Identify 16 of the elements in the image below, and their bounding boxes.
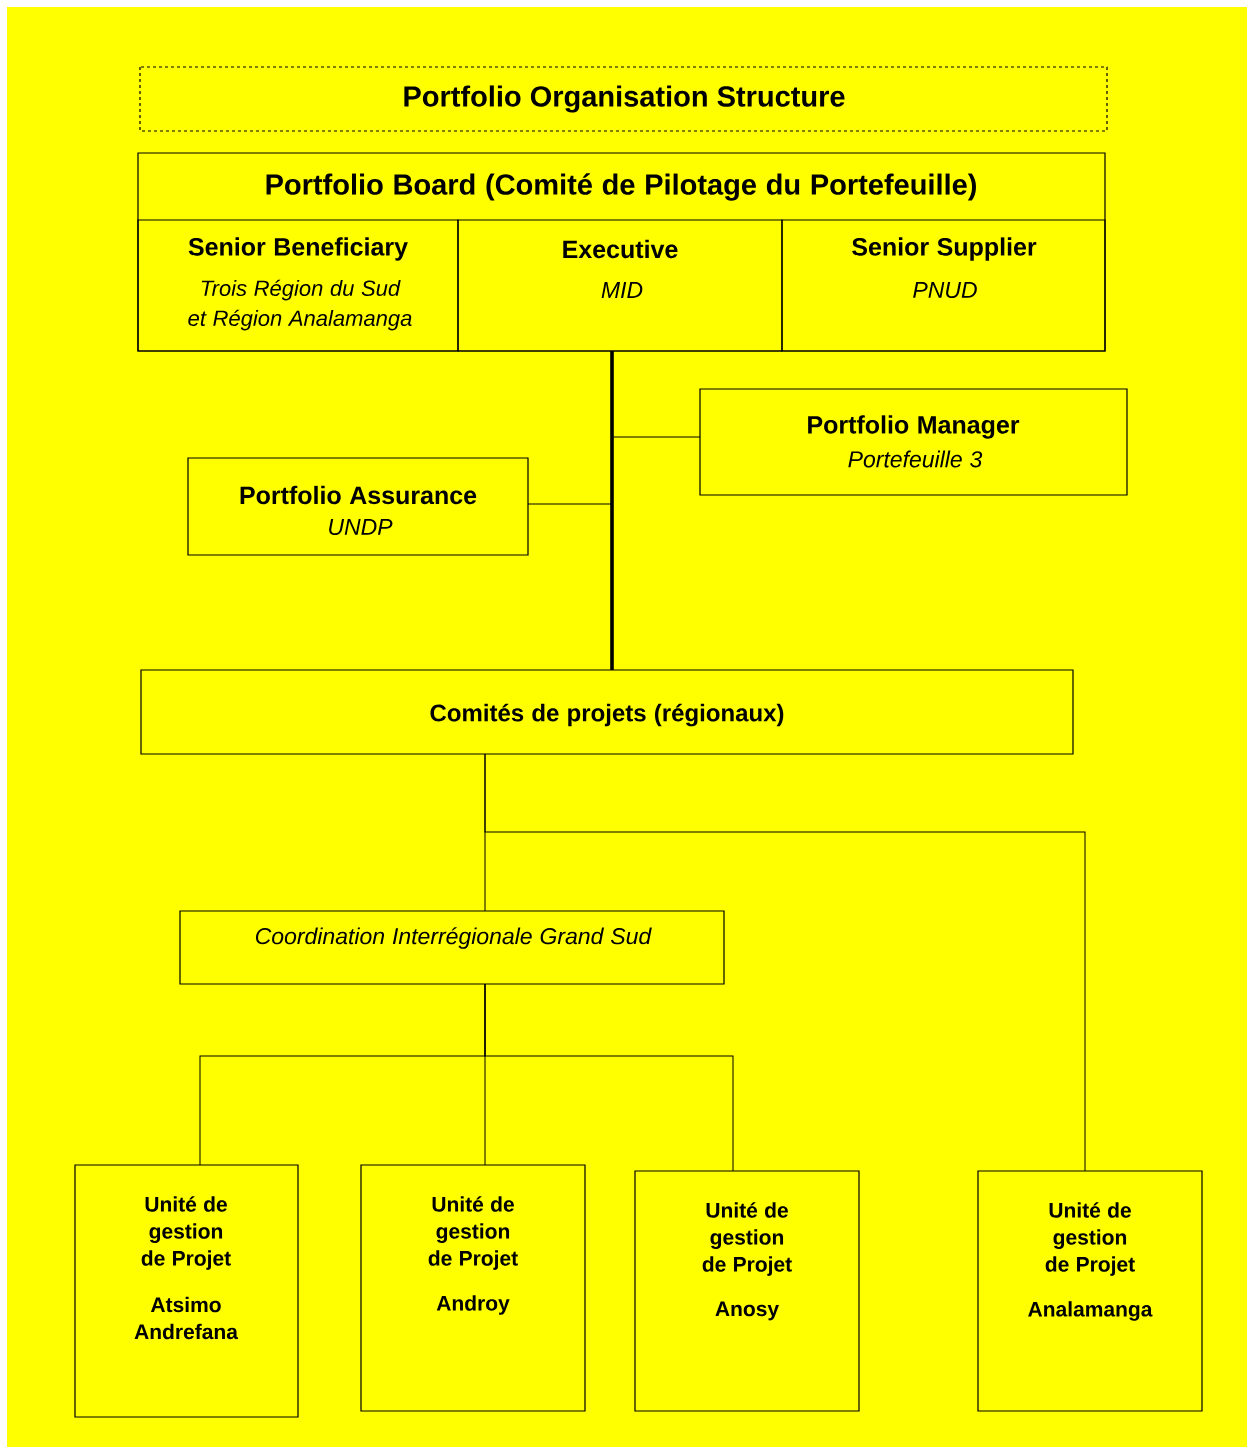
connector-line bbox=[610, 351, 614, 670]
role-cell: Senior Beneficiary Trois Région du Sud et Région Analamanga bbox=[137, 219, 459, 352]
assurance-box: Portfolio Assurance UNDP bbox=[187, 457, 529, 556]
manager-box: Portfolio Manager Portefeuille 3 bbox=[699, 388, 1128, 496]
connector-line bbox=[484, 753, 1086, 1172]
committee-box: Comités de projets (régionaux) bbox=[140, 669, 1074, 755]
unit-box: Unité de gestion de Projet Anosy bbox=[634, 1170, 860, 1412]
unit-box: Unité de gestion de Projet Androy bbox=[360, 1164, 586, 1412]
role-cell: Senior Supplier PNUD bbox=[781, 219, 1106, 352]
unit-box: Unité de gestion de Projet Atsimo Andrefana bbox=[74, 1164, 299, 1418]
title: Portfolio Organisation Structure bbox=[139, 66, 1108, 132]
unit-box: Unité de gestion de Projet Analamanga bbox=[977, 1170, 1203, 1412]
role-cell: Executive MID bbox=[457, 219, 783, 352]
connector-line bbox=[484, 983, 734, 1172]
coordination-box: Coordination Interrégionale Grand Sud bbox=[179, 910, 725, 985]
connector-line bbox=[527, 350, 613, 505]
